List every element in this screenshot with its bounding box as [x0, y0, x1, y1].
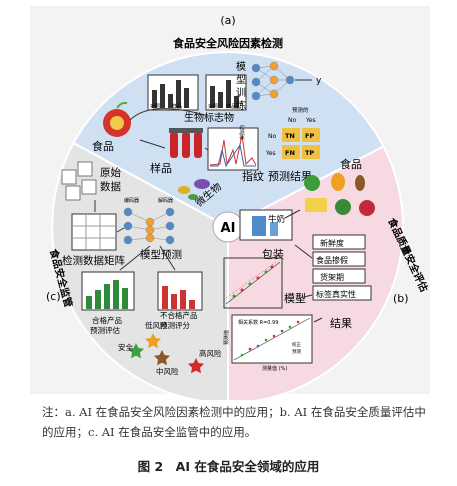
- risk-high: 高风险: [199, 348, 222, 358]
- confusion-col-no: No: [288, 117, 296, 124]
- correlation-plot: [231, 314, 313, 364]
- confusion-col-yes: Yes: [305, 117, 316, 124]
- model-label-b: 模型: [284, 291, 306, 305]
- control-sample-charts-icon: [147, 74, 247, 111]
- qualified-label-2: 预测评估: [90, 325, 120, 335]
- risk-low: 低风险: [145, 320, 168, 330]
- decoder-label: 解码器: [158, 197, 173, 204]
- confusion-matrix: 预测的 No Yes No Yes TN FP FN TP 实际的: [239, 106, 320, 159]
- raw-data-label-1: 原始: [100, 166, 121, 179]
- confusion-header: 预测的: [292, 106, 309, 114]
- encoder-decoder-icon: [123, 207, 175, 245]
- sector-c: [51, 141, 229, 400]
- biomarker-label: 生物标志物: [184, 111, 234, 124]
- attr-adulteration: 食品掺假: [316, 255, 348, 265]
- food-label-a: 食品: [92, 139, 114, 153]
- panel-b-arrows: [284, 209, 323, 323]
- cell-fp: FP: [305, 132, 314, 140]
- sample-label: 样品: [150, 161, 172, 175]
- risk-safe: 安全: [118, 342, 133, 352]
- corr-title: 相关系数 R=0.99: [238, 319, 278, 326]
- result-label-b: 结果: [330, 317, 352, 330]
- table-header-4: 样品: [226, 103, 236, 110]
- milk-label: 牛奶: [268, 214, 285, 225]
- output-y: y: [316, 76, 322, 86]
- attr-label-authenticity: 标签真实性: [316, 289, 356, 299]
- apple-icon: [103, 101, 131, 137]
- regression-plot: [223, 257, 283, 309]
- figure: AI (a) 食品安全风险因素检测 食品 对照 样品 对照 样品 模 型 训 练…: [30, 6, 431, 400]
- corr-xlabel: 测量值 (%): [262, 365, 287, 372]
- milk-package-icon: [239, 209, 293, 241]
- panel-a-arrows: [129, 108, 209, 151]
- model-training-1: 模: [236, 61, 246, 73]
- qualified-bar-chart: [81, 271, 135, 311]
- risk-stars: [128, 333, 204, 374]
- quality-attributes-list: 新鲜度 食品掺假 货架期 标签真实性: [312, 234, 372, 301]
- corr-legend-2: 预测: [292, 348, 301, 355]
- sample-tubes-icon: [169, 128, 203, 158]
- panel-a-letter: (a): [220, 14, 235, 27]
- panel-b-letter: (b): [393, 292, 409, 305]
- panel-a-title: 食品安全风险因素检测: [173, 36, 283, 50]
- prediction-result-label: 预测结果: [268, 170, 312, 183]
- figure-caption: 图 2 AI 在食品安全领域的应用: [137, 459, 320, 474]
- raw-data-label-2: 数据: [100, 180, 121, 193]
- figure-note: 注：a. AI 在食品安全风险因素检测中的应用；b. AI 在食品安全质量评估中…: [42, 405, 426, 439]
- corr-ylabel: 预测值: [223, 330, 230, 345]
- unqualified-bar-chart: [157, 271, 203, 311]
- package-label: 包装: [262, 248, 284, 261]
- confusion-row-yes: Yes: [265, 150, 276, 157]
- unqualified-label-1: 不合格产品: [160, 310, 198, 320]
- corr-legend-1: 校正: [292, 341, 301, 348]
- unqualified-label-2: 预测评分: [160, 320, 190, 330]
- table-header-2: 样品: [172, 103, 182, 110]
- model-training-4: 练: [236, 99, 246, 112]
- fingerprint-label: 指纹: [242, 169, 264, 183]
- cell-tp: TP: [305, 149, 314, 157]
- risk-medium: 中风险: [156, 366, 179, 376]
- panel-c-letter: (c): [46, 290, 61, 303]
- neural-network-icon: [251, 61, 312, 101]
- food-label-b: 食品: [340, 157, 362, 171]
- center-label: AI: [221, 221, 236, 236]
- panel-c-arrows: [94, 200, 176, 271]
- raw-data-icons: [61, 161, 97, 201]
- model-pred-label: 模型预测: [140, 248, 182, 261]
- model-training-2: 型: [236, 73, 246, 86]
- fingerprint-chromatogram-icon: [207, 127, 259, 171]
- qualified-label-1: 合格产品: [92, 315, 122, 325]
- food-items-icon: [304, 173, 375, 216]
- table-header-1: 对照: [150, 103, 160, 110]
- microbe-icon: [178, 179, 210, 200]
- matrix-label: 检测数据矩阵: [62, 254, 125, 267]
- table-header-3: 对照: [208, 103, 218, 110]
- data-matrix-icon: [71, 213, 117, 251]
- attr-shelf-life: 货架期: [320, 272, 344, 282]
- attr-freshness: 新鲜度: [320, 238, 344, 248]
- model-training-3: 训: [236, 87, 246, 99]
- encoder-label: 编码器: [124, 197, 139, 204]
- cell-tn: TN: [285, 132, 295, 140]
- cell-fn: FN: [285, 149, 295, 157]
- confusion-side: 实际的: [239, 125, 246, 140]
- confusion-row-no: No: [268, 133, 276, 140]
